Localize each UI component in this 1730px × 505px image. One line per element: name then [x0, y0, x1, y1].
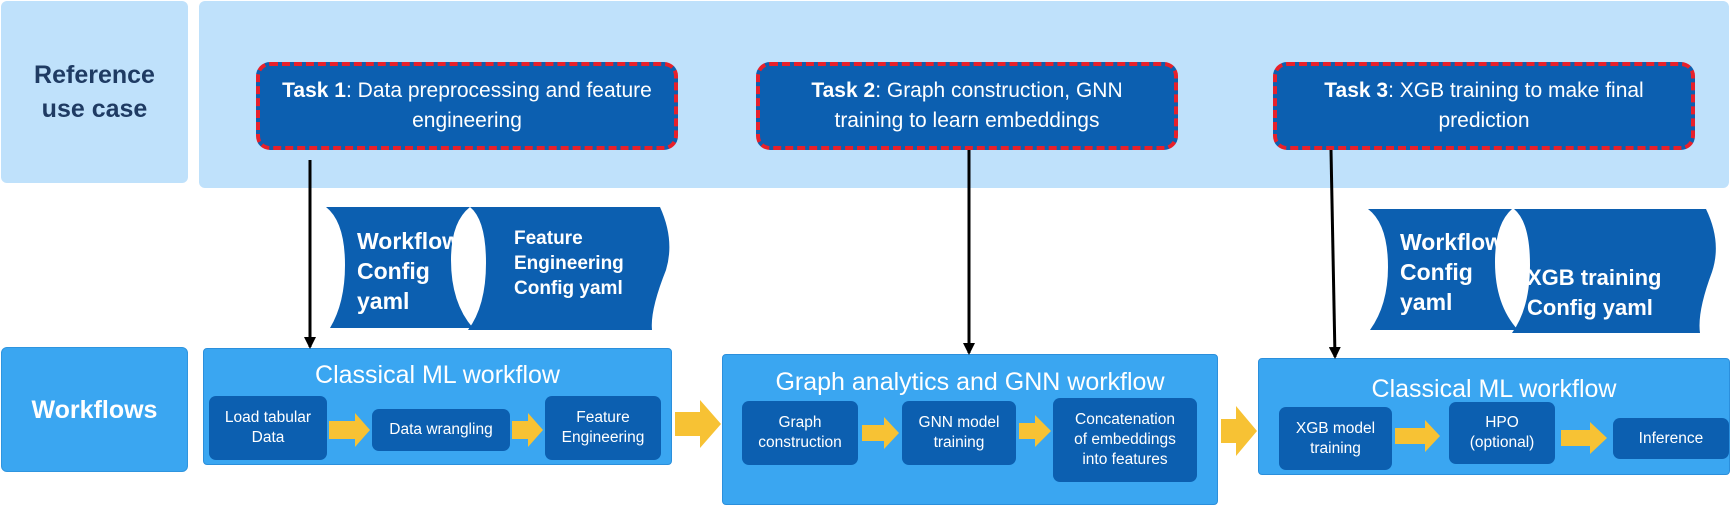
task-3-box: Task 3: XGB training to make final predi…: [1273, 62, 1695, 150]
step-inference: Inference: [1613, 418, 1729, 459]
workflow-1-title: Classical ML workflow: [315, 361, 560, 389]
flow-arrow-w1-2: [512, 413, 543, 447]
task-1-title: Task 1: [282, 79, 346, 102]
task-1-description: : Data preprocessing and feature enginee…: [345, 79, 652, 132]
flow-arrow-w2-w3: [1221, 406, 1257, 456]
config-scroll-1: [326, 207, 473, 328]
workflow-3-title: Classical ML workflow: [1371, 375, 1617, 403]
reference-use-case-label: Reference use case: [1, 1, 188, 183]
step-gnn-model-training: GNN model training: [902, 401, 1016, 465]
workflows-label: Workflows: [1, 347, 188, 472]
task-2-title: Task 2: [811, 79, 876, 102]
config-scroll-3: [1368, 209, 1518, 330]
step-xgb-model-training: XGB model training: [1279, 407, 1392, 470]
step-hpo-optional: HPO (optional): [1449, 402, 1555, 464]
task-3-title: Task 3: [1324, 79, 1389, 102]
step-graph-construction: Graph construction: [742, 401, 858, 465]
flow-arrow-w1-w2: [675, 400, 721, 448]
connector-task3-workflow3: [1328, 149, 1341, 359]
flow-arrow-w3-2: [1561, 422, 1607, 454]
step-data-wrangling: Data wrangling: [372, 409, 510, 451]
step-feature-engineering: Feature Engineering: [545, 396, 661, 460]
config-1-label: Workflow Config yaml: [357, 228, 461, 314]
config-scroll-2: [468, 207, 670, 330]
step-load-tabular-data: Load tabular Data: [209, 396, 327, 460]
task-1-box: Task 1: Data preprocessing and feature e…: [256, 62, 678, 150]
config-2-label: Feature Engineering Config yaml: [514, 228, 624, 299]
flow-arrow-w1-1: [329, 413, 370, 447]
task-2-description: : Graph construction, GNN training to le…: [834, 79, 1123, 132]
task-2-box: Task 2: Graph construction, GNN training…: [756, 62, 1178, 150]
task-3-description: : XGB training to make final prediction: [1388, 79, 1644, 132]
step-concatenation-embeddings: Concatenation of embeddings into feature…: [1053, 398, 1197, 482]
config-scroll-4: [1512, 209, 1716, 333]
config-4-label: XGB training Config yaml: [1527, 265, 1662, 320]
flow-arrow-w2-1: [862, 417, 899, 449]
flow-arrow-w3-1: [1395, 420, 1440, 452]
config-3-label: Workflow Config yaml: [1400, 229, 1504, 315]
flow-arrow-w2-2: [1019, 415, 1051, 447]
workflow-2-title: Graph analytics and GNN workflow: [775, 368, 1165, 396]
